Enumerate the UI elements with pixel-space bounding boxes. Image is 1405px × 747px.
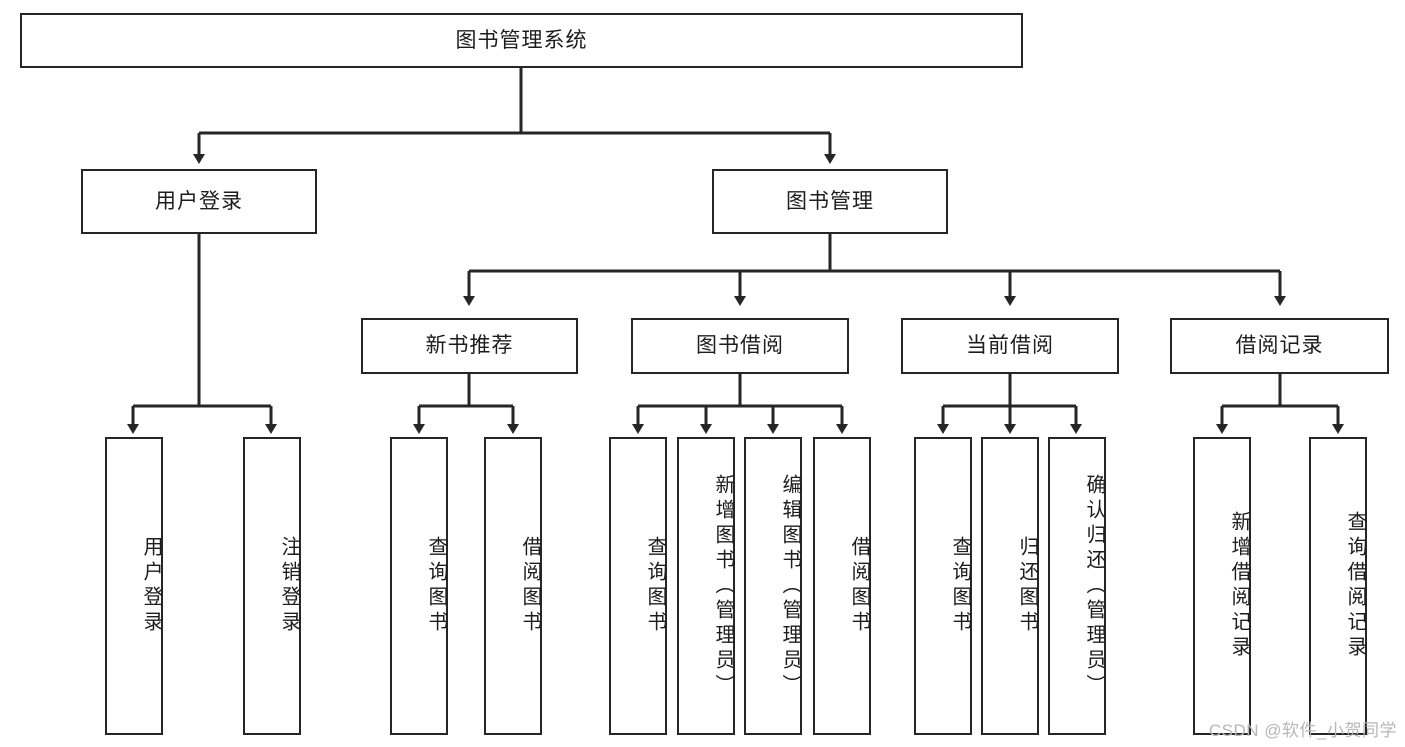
node-current-borrow-label: 当前借阅: [966, 334, 1054, 358]
leaf-current-borrow-confirm[interactable]: 确认归还（管理员）: [1048, 437, 1106, 735]
leaf-current-borrow-return[interactable]: 归还图书: [981, 437, 1039, 735]
leaf-current-borrow-query[interactable]: 查询图书: [914, 437, 972, 735]
leaf-label: 查询图书: [425, 536, 447, 636]
watermark-text: CSDN @软件_小贺同学: [1208, 721, 1397, 740]
node-root[interactable]: 图书管理系统: [20, 13, 1023, 68]
leaf-user-login-logout[interactable]: 注销登录: [243, 437, 301, 735]
node-user-login[interactable]: 用户登录: [81, 169, 317, 234]
leaf-label: 查询图书: [949, 536, 971, 636]
leaf-label: 查询图书: [644, 536, 666, 636]
node-borrow-record[interactable]: 借阅记录: [1170, 318, 1389, 374]
leaf-label: 编辑图书（管理员）: [779, 473, 801, 699]
node-book-borrow-label: 图书借阅: [696, 334, 784, 358]
node-new-book-recommend[interactable]: 新书推荐: [361, 318, 578, 374]
leaf-book-borrow-query[interactable]: 查询图书: [609, 437, 667, 735]
node-book-borrow[interactable]: 图书借阅: [631, 318, 849, 374]
node-root-label: 图书管理系统: [455, 28, 588, 52]
leaf-book-borrow-borrow[interactable]: 借阅图书: [813, 437, 871, 735]
leaf-label: 用户登录: [140, 536, 162, 636]
leaf-label: 确认归还（管理员）: [1083, 473, 1105, 699]
leaf-new-book-query[interactable]: 查询图书: [390, 437, 448, 735]
node-new-book-recommend-label: 新书推荐: [425, 334, 514, 358]
leaf-book-borrow-edit[interactable]: 编辑图书（管理员）: [744, 437, 802, 735]
node-user-login-label: 用户登录: [155, 189, 243, 213]
leaf-label: 借阅图书: [848, 536, 870, 636]
leaf-label: 借阅图书: [519, 536, 541, 636]
leaf-label: 新增图书（管理员）: [712, 473, 734, 699]
node-borrow-record-label: 借阅记录: [1235, 334, 1324, 358]
node-book-management[interactable]: 图书管理: [712, 169, 948, 234]
leaf-label: 归还图书: [1016, 536, 1038, 636]
leaf-new-book-borrow[interactable]: 借阅图书: [484, 437, 542, 735]
leaf-borrow-record-query[interactable]: 查询借阅记录: [1309, 437, 1367, 735]
leaf-book-borrow-add[interactable]: 新增图书（管理员）: [677, 437, 735, 735]
leaf-borrow-record-add[interactable]: 新增借阅记录: [1193, 437, 1251, 735]
leaf-user-login-login[interactable]: 用户登录: [105, 437, 163, 735]
node-current-borrow[interactable]: 当前借阅: [901, 318, 1119, 374]
leaf-label: 新增借阅记录: [1228, 511, 1250, 661]
leaf-label: 注销登录: [278, 536, 300, 636]
leaf-label: 查询借阅记录: [1344, 511, 1366, 661]
node-book-management-label: 图书管理: [786, 189, 874, 213]
